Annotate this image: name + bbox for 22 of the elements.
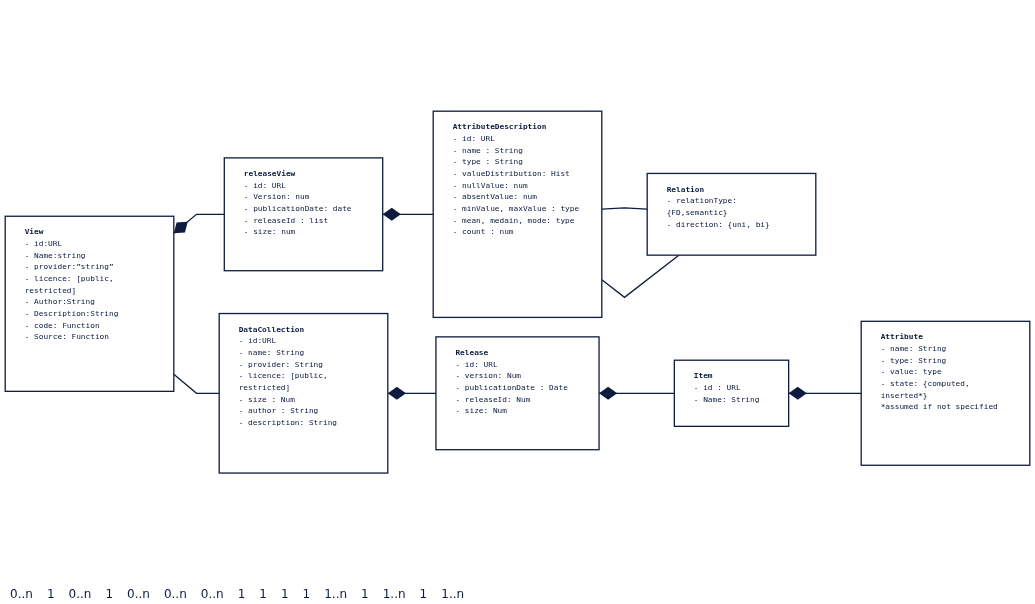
connector	[788, 386, 862, 400]
connector	[382, 207, 434, 221]
multiplicity-label: 1	[237, 587, 246, 601]
multiplicity-label: 1	[259, 587, 267, 601]
multiplicity-label: 1	[46, 587, 55, 601]
multiplicity-label: 0..n	[127, 587, 150, 601]
multiplicity-label: 0..n	[200, 587, 224, 601]
multiplicity-label: 1..n	[441, 587, 465, 601]
multiplicity-label: 1	[105, 587, 114, 601]
connector	[173, 373, 220, 394]
multiplicity-label: 1..n	[324, 587, 348, 601]
connector	[601, 207, 648, 210]
multiplicity-label: 1	[419, 587, 428, 601]
multiplicity-label: 0..n	[10, 587, 33, 601]
multiplicity-label: 1	[280, 587, 289, 601]
multiplicity-label: 1	[361, 587, 369, 601]
multiplicity-label: 0..n	[68, 587, 92, 601]
connector	[173, 213, 225, 234]
connector	[601, 254, 680, 298]
multiplicity-label: 1	[302, 587, 311, 601]
multiplicity-label: 0..n	[163, 587, 187, 601]
multiplicity-label: 1..n	[382, 587, 406, 601]
